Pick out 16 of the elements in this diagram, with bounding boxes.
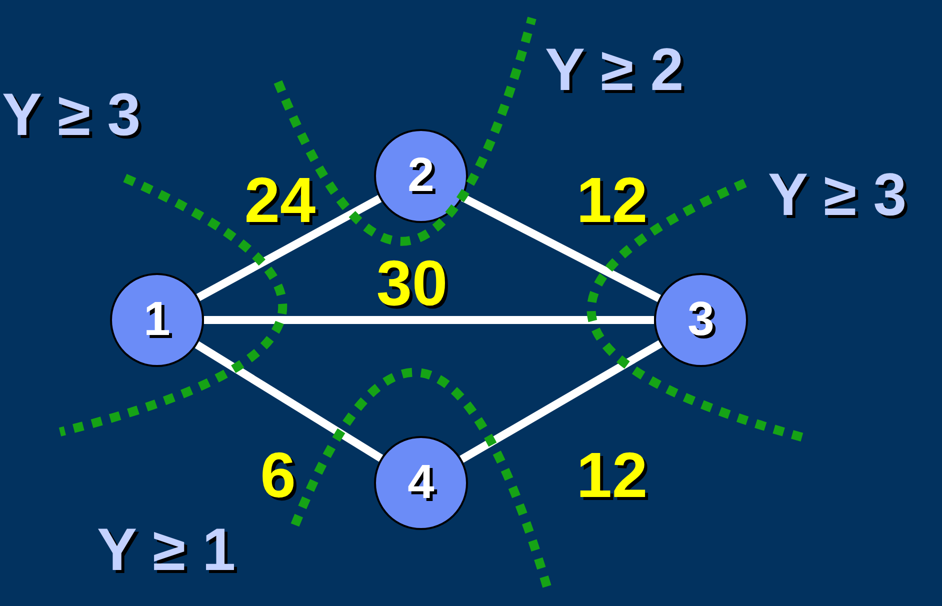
connector-line xyxy=(460,194,662,302)
constraint-label: Y ≥ 1 xyxy=(97,520,236,580)
node-number: 3 xyxy=(688,296,714,344)
edge-label: 6 xyxy=(260,443,296,507)
edge-label: 12 xyxy=(576,443,648,507)
node-number: 4 xyxy=(408,459,434,507)
connector-line xyxy=(196,195,382,301)
node-number: 1 xyxy=(144,296,170,344)
edge-label: 12 xyxy=(576,168,648,232)
constraint-label: Y ≥ 3 xyxy=(2,85,141,145)
constraint-label: Y ≥ 3 xyxy=(768,165,907,225)
connector-line xyxy=(204,316,654,324)
constraint-label: Y ≥ 2 xyxy=(545,40,684,100)
edge-label: 30 xyxy=(376,251,448,315)
edge-label: 24 xyxy=(244,168,316,232)
node-number: 2 xyxy=(408,152,434,200)
